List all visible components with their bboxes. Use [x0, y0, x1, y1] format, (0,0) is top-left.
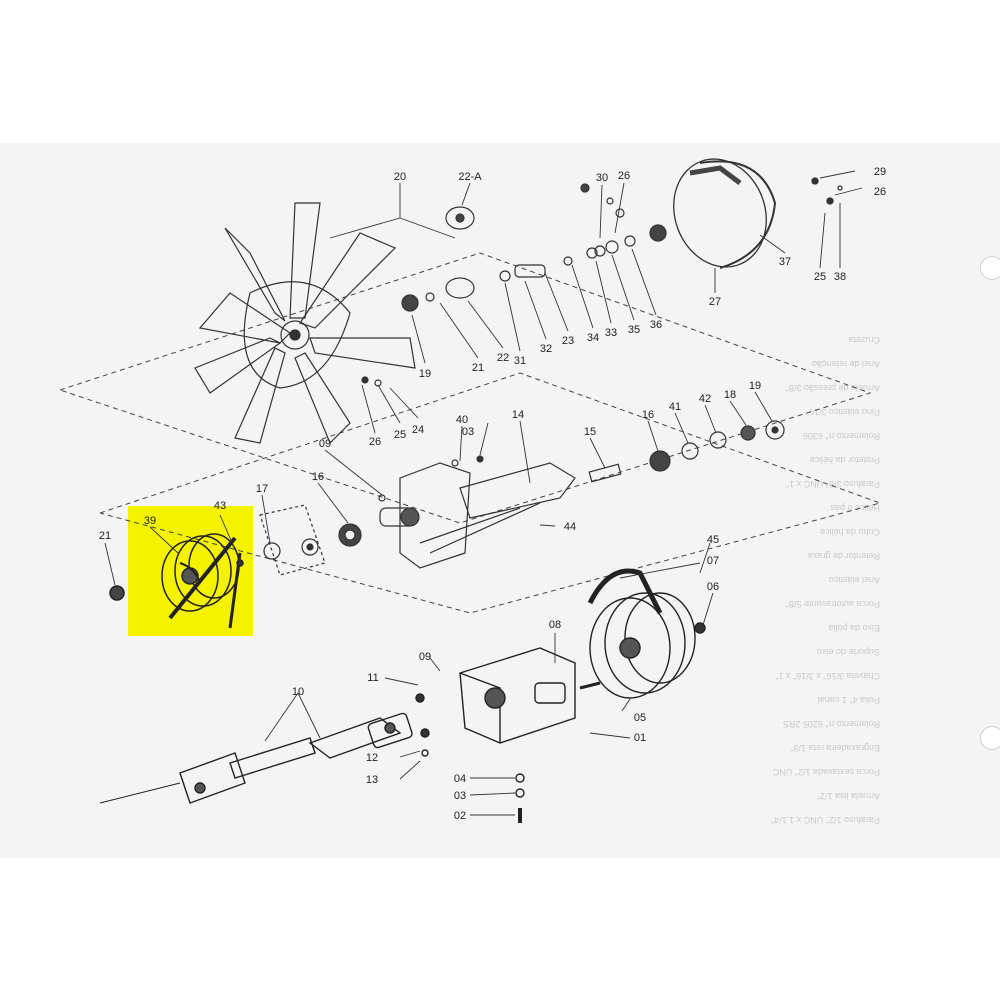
- callout-39: 39: [144, 515, 156, 527]
- callout-25-right: 25: [814, 271, 826, 283]
- callout-38: 38: [834, 271, 846, 283]
- upper-shaft-parts: [401, 183, 667, 312]
- parts-list-row: Porca sextavada 1/2" UNC: [772, 767, 880, 777]
- callout-20: 20: [394, 171, 406, 183]
- parts-list-row: Cubo da hélice: [820, 527, 880, 537]
- callout-10: 10: [292, 686, 304, 698]
- parts-sheet: Parafuso 1/2" UNC x 1.1/4" Arruela lisa …: [0, 143, 1000, 858]
- callout-labels: 20 22-A 30 26 29 26 37 25 38 27 19 21 22…: [99, 166, 886, 822]
- callout-17: 17: [256, 483, 268, 495]
- parts-list-row: Porca autotravante 5/8": [786, 599, 880, 609]
- exploded-parts-diagram: Parafuso 1/2" UNC x 1.1/4" Arruela lisa …: [59, 158, 886, 825]
- middle-shaft-parts: [259, 376, 785, 576]
- callout-27: 27: [709, 296, 721, 308]
- callout-19-right: 19: [749, 380, 761, 392]
- parts-list-row: Rolamento n° 6205 2RS: [783, 719, 880, 729]
- callout-06: 06: [707, 581, 719, 593]
- parts-list-row: Engraxadeira reta 1/8": [790, 743, 880, 753]
- callout-14: 14: [512, 409, 524, 421]
- parts-list-row: Suporte do eixo: [817, 647, 880, 657]
- faded-parts-list: Parafuso 1/2" UNC x 1.1/4" Arruela lisa …: [771, 335, 880, 825]
- callout-26-mid: 26: [369, 436, 381, 448]
- parts-list-row: Parafuso 1/2" UNC x 1.1/4": [771, 815, 880, 825]
- binder-hole-bottom: [980, 726, 1000, 750]
- parts-list-row: Eixo da polia: [828, 623, 880, 633]
- pulley-assembly: [109, 533, 244, 629]
- callout-45: 45: [707, 534, 719, 546]
- callout-33: 33: [605, 327, 617, 339]
- callout-37: 37: [779, 256, 791, 268]
- callout-15: 15: [584, 426, 596, 438]
- callout-41: 41: [669, 401, 681, 413]
- parts-list-row: Cruzeta: [848, 335, 880, 345]
- parts-list-row: Retentor de graxa: [808, 551, 880, 561]
- callout-24: 24: [412, 424, 424, 436]
- callout-16-right: 16: [642, 409, 654, 421]
- callout-18: 18: [724, 389, 736, 401]
- callout-05: 05: [634, 712, 646, 724]
- callout-02: 02: [454, 810, 466, 822]
- callout-13: 13: [366, 774, 378, 786]
- assembly-envelope: [59, 252, 882, 614]
- callout-09-low: 09: [419, 651, 431, 663]
- parts-list-row: Polia 4" 1 canal: [818, 695, 880, 705]
- callout-26-right: 26: [874, 186, 886, 198]
- callout-32: 32: [540, 343, 552, 355]
- callout-42: 42: [699, 393, 711, 405]
- parts-list-row: Protetor da hélice: [809, 455, 880, 465]
- parts-list-row: Parafuso 3/8" UNC x 1": [786, 479, 880, 489]
- callout-35: 35: [628, 324, 640, 336]
- callout-21-left: 21: [99, 530, 111, 542]
- drive-shaft: [99, 712, 430, 804]
- fan-guard-drum: [673, 158, 843, 269]
- parts-list-row: Hélice 8 pás: [830, 503, 880, 513]
- parts-list-row: Pino elástico 3/16": [806, 407, 880, 417]
- callout-23: 23: [562, 335, 574, 347]
- callout-03-mid: 03: [462, 426, 474, 438]
- callout-01: 01: [634, 732, 646, 744]
- parts-list-row: Arruela lisa 1/2": [817, 791, 880, 801]
- shaft-housing: [379, 462, 576, 569]
- callout-07: 07: [707, 555, 719, 567]
- callout-22a: 22-A: [458, 171, 482, 183]
- parts-list-row: Rolamento n° 6306: [803, 431, 880, 441]
- callout-29: 29: [874, 166, 886, 178]
- parts-list-row: Anel de retenção: [812, 359, 880, 369]
- callout-34: 34: [587, 332, 599, 344]
- callout-16-left: 16: [312, 471, 324, 483]
- parts-list-row: Chaveta 3/16" x 3/16" x 1": [775, 671, 880, 681]
- fan-blades: [194, 202, 416, 445]
- callout-30: 30: [596, 172, 608, 184]
- callout-03-low: 03: [454, 790, 466, 802]
- belt-pulley: [587, 568, 706, 699]
- callout-04: 04: [454, 773, 466, 785]
- leader-lines: [104, 170, 863, 816]
- parts-list-row: Anel elástico: [829, 575, 880, 585]
- callout-43: 43: [214, 500, 226, 512]
- gearbox: [415, 647, 601, 823]
- callout-11: 11: [367, 672, 378, 684]
- parts-list-row: Arruela de pressão 3/8": [786, 383, 880, 393]
- binder-hole-top: [980, 256, 1000, 280]
- callout-08: 08: [549, 619, 561, 631]
- callout-12: 12: [366, 752, 378, 764]
- callout-25-mid: 25: [394, 429, 406, 441]
- callout-22: 22: [497, 352, 509, 364]
- callout-40: 40: [456, 414, 468, 426]
- callout-21-top: 21: [472, 362, 484, 374]
- callout-09-mid: 09: [319, 438, 331, 450]
- callout-19-top: 19: [419, 368, 431, 380]
- callout-44: 44: [564, 521, 576, 533]
- callout-31: 31: [514, 355, 526, 367]
- callout-36: 36: [650, 319, 662, 331]
- callout-26-top: 26: [618, 170, 630, 182]
